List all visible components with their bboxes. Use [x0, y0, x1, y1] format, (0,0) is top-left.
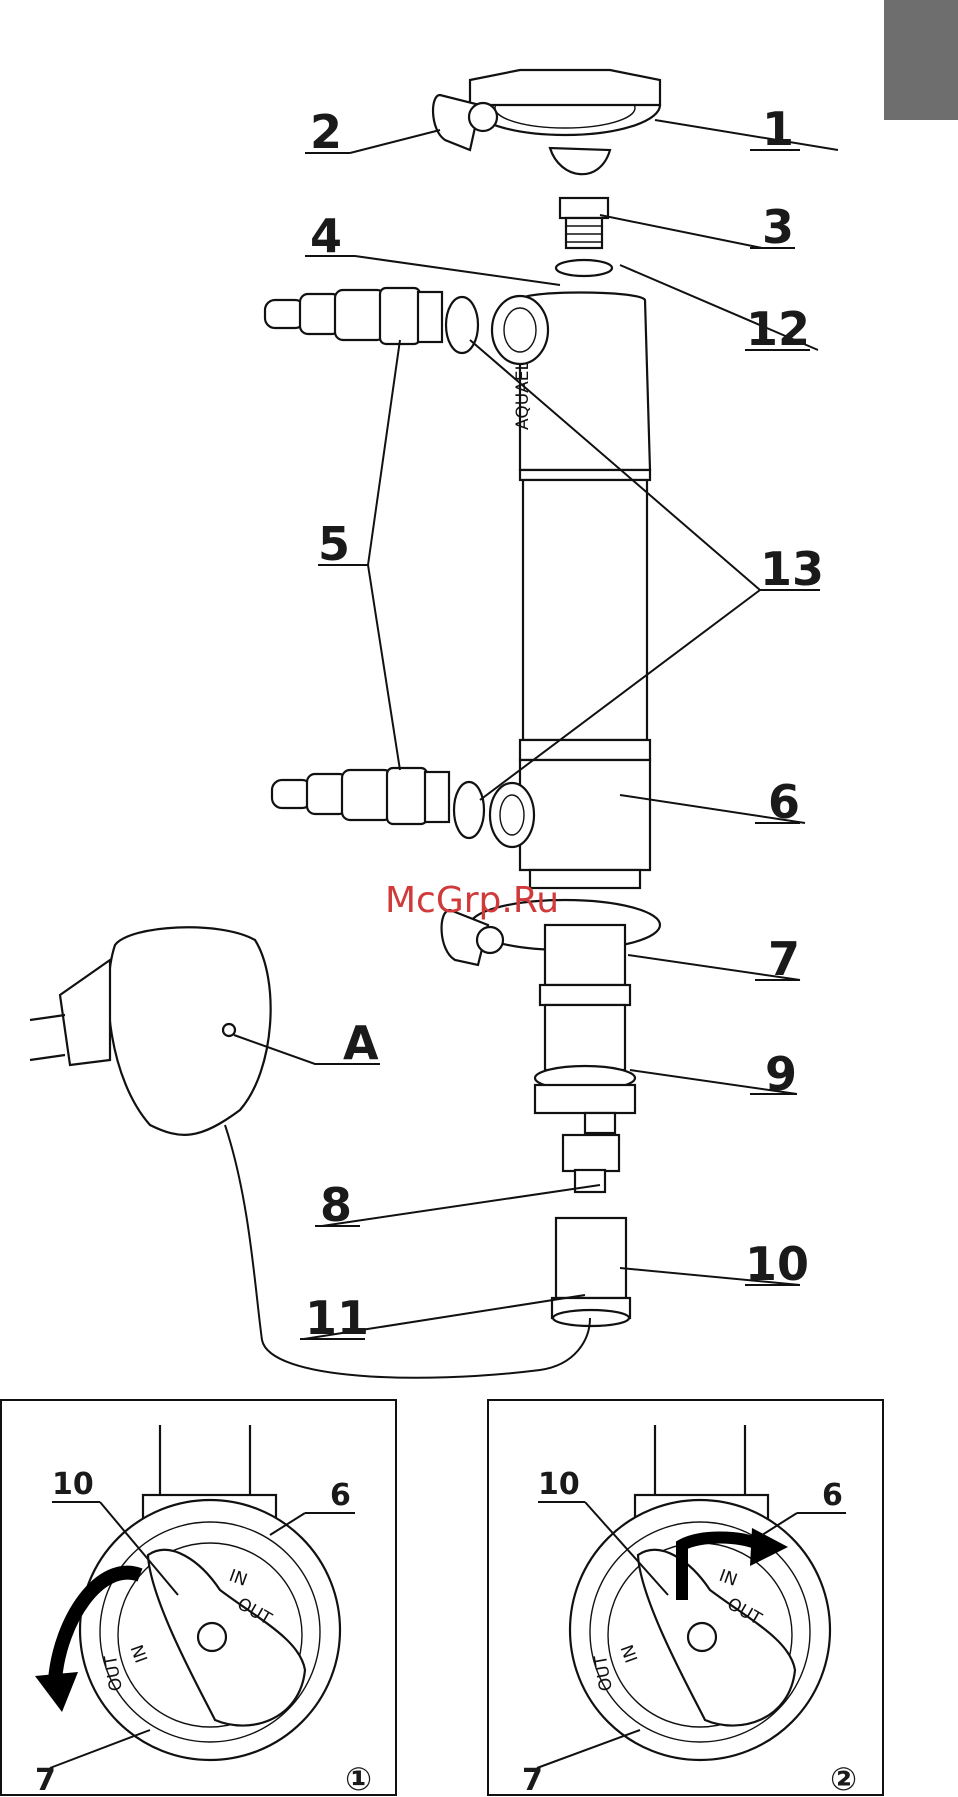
- callout-8: 8: [320, 1178, 352, 1232]
- d2-label-6: 6: [822, 1478, 843, 1513]
- corner-tab: [884, 0, 958, 120]
- lamp-body: AQUAEL: [513, 293, 650, 889]
- seal-ring-top: [446, 297, 478, 353]
- uv-bulb: [563, 1113, 619, 1192]
- seal-ring-bottom: [454, 782, 484, 838]
- power-cable: [225, 1125, 590, 1378]
- watermark: McGrp.Ru: [385, 880, 559, 921]
- d1-index: ①: [345, 1760, 372, 1797]
- callout-6: 6: [768, 775, 800, 829]
- callout-7: 7: [768, 932, 800, 986]
- d2-label-7: 7: [522, 1763, 543, 1797]
- o-ring: [556, 260, 612, 276]
- inlet-top: [492, 296, 548, 364]
- hose-connector-bottom: [272, 768, 449, 824]
- callout-13: 13: [760, 542, 824, 596]
- power-adapter: [30, 927, 271, 1135]
- d2-index: ②: [830, 1760, 857, 1797]
- callout-5: 5: [318, 517, 350, 571]
- d1-label-6: 6: [330, 1478, 351, 1513]
- callout-11: 11: [305, 1291, 369, 1345]
- callout-2: 2: [310, 105, 342, 159]
- callout-9: 9: [765, 1047, 797, 1101]
- callout-1: 1: [762, 102, 794, 156]
- callout-3: 3: [762, 200, 794, 254]
- inlet-bottom: [490, 783, 534, 847]
- clamp-top: [433, 70, 660, 174]
- d1-label-10: 10: [52, 1467, 94, 1502]
- d2-label-10: 10: [538, 1467, 580, 1502]
- lamp-socket: [552, 1218, 630, 1326]
- callout-10: 10: [745, 1237, 809, 1291]
- detail-panel-2: IN OUT OUT IN 10 6 7 ②: [488, 1400, 883, 1797]
- hose-connector-top: [265, 288, 442, 344]
- d1-label-7: 7: [35, 1763, 56, 1797]
- callout-A: A: [343, 1016, 379, 1070]
- screw-cap: [560, 198, 608, 248]
- detail-panel-1: IN OUT OUT IN 10 6 7 ①: [1, 1400, 396, 1797]
- brand-label: AQUAEL: [513, 360, 533, 430]
- callout-4: 4: [310, 209, 342, 263]
- callout-12: 12: [746, 302, 810, 356]
- lamp-cap: [535, 925, 635, 1113]
